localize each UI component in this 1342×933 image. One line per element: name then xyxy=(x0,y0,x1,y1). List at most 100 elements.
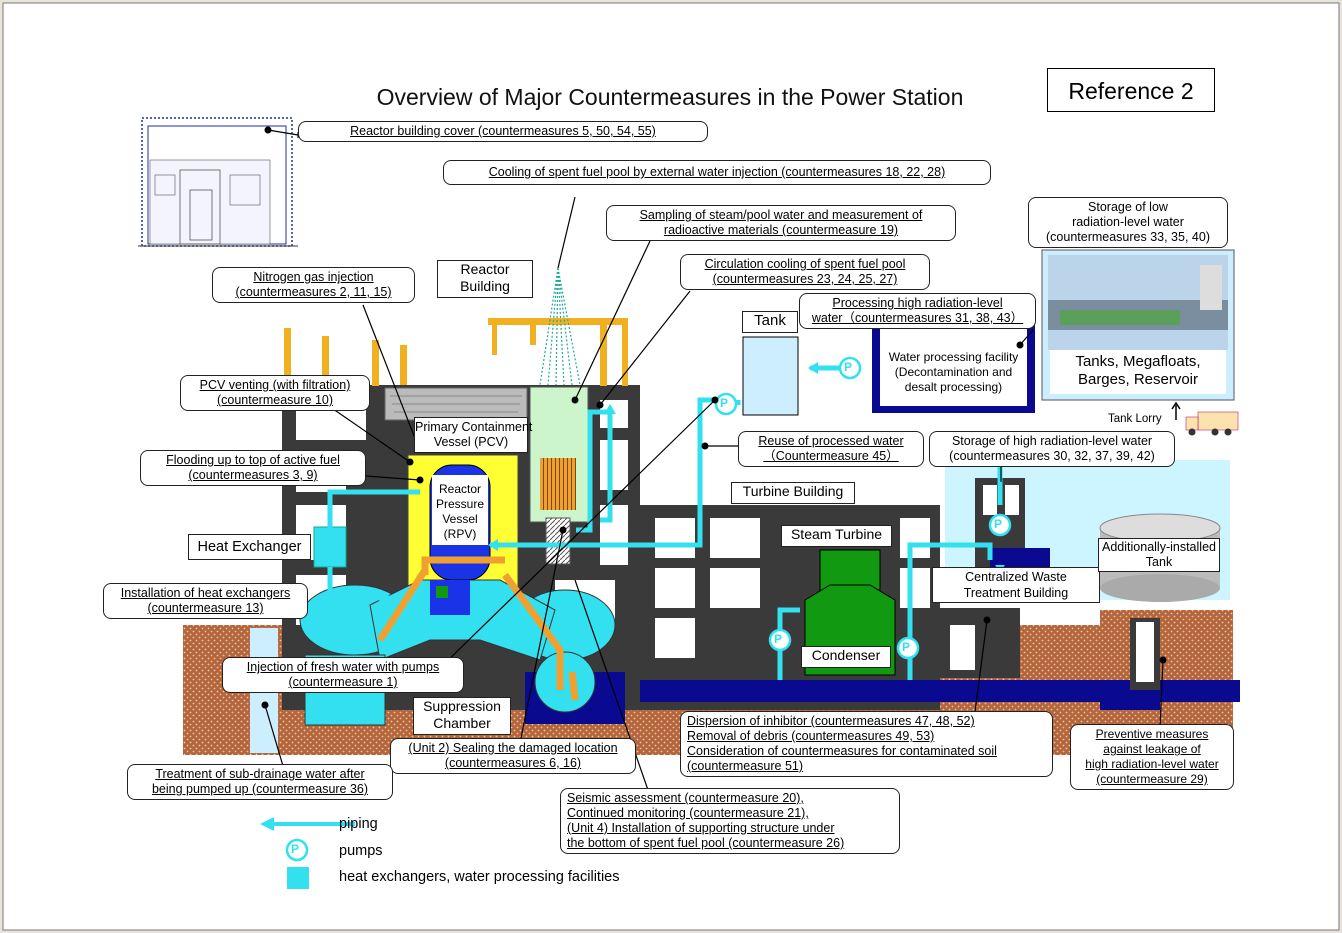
callout-sealing-line1: (Unit 2) Sealing the damaged location xyxy=(408,741,618,755)
label-tanks-megafloats: Tanks, Megafloats,Barges, Reservoir xyxy=(1050,350,1226,394)
reactor-pressure-vessel xyxy=(429,464,491,615)
callout-subdrainage-line1: Treatment of sub-drainage water after xyxy=(155,767,365,781)
callout-storage-low-line1: Storage of low xyxy=(1088,200,1168,214)
callout-heat-exch-line1: Installation of heat exchangers xyxy=(120,586,291,600)
label-additional-tank-line1: Additionally-installed xyxy=(1102,540,1216,554)
callout-storage-low-line3: (countermeasures 33, 35, 40) xyxy=(1046,230,1210,244)
legend-shapes xyxy=(260,817,355,889)
callout-preventive-line2: against leakage of xyxy=(1103,742,1201,756)
callout-preventive-line4: (countermeasure 29) xyxy=(1096,772,1208,786)
callout-nitrogen-line2: (countermeasures 2, 11, 15) xyxy=(235,285,392,299)
callout-fresh-water-line2: (countermeasure 1) xyxy=(288,675,398,689)
storage-photo xyxy=(1041,249,1235,401)
callout-flooding: Flooding up to top of active fuel(counte… xyxy=(140,450,366,486)
pump-label-5: P xyxy=(902,640,911,654)
callout-cooling-pool: Cooling of spent fuel pool by external w… xyxy=(443,160,991,185)
callout-seismic: Seismic assessment (countermeasure 20),C… xyxy=(560,788,900,854)
label-pcv-line2: Vessel (PCV) xyxy=(433,435,509,449)
tank-lorry-icon xyxy=(1171,401,1239,436)
reference-label: Reference 2 xyxy=(1047,68,1215,112)
callout-pcv-venting-line2: (countermeasure 10) xyxy=(216,393,334,407)
callout-seismic-line2: Continued monitoring (countermeasure 21)… xyxy=(567,806,809,820)
spent-fuel-racks xyxy=(540,458,576,510)
label-tank-lorry: Tank Lorry xyxy=(1108,413,1162,425)
label-rpv-line4: (RPV) xyxy=(443,527,477,541)
page-title: Overview of Major Countermeasures in the… xyxy=(376,84,964,110)
label-tank-text: Tank xyxy=(754,312,786,329)
label-rpv-line2: Pressure xyxy=(435,497,485,511)
label-rpv-line1: Reactor xyxy=(438,482,482,496)
legend-piping: piping xyxy=(339,816,378,832)
pumps-in-diagram xyxy=(714,356,1012,660)
processed-water-tank xyxy=(742,336,799,416)
callout-seismic-line3: (Unit 4) Installation of supporting stru… xyxy=(567,821,835,835)
cyan-arrowheads xyxy=(488,362,1005,572)
label-water-processing-line1: Water processing facility xyxy=(888,350,1019,364)
callout-pcv-venting: PCV venting (with filtration)(countermea… xyxy=(180,375,370,411)
callout-sampling-line1: Sampling of steam/pool water and measure… xyxy=(639,208,923,222)
callout-storage-high: Storage of high radiation-level water(co… xyxy=(929,431,1175,467)
label-steam-turbine: Steam Turbine xyxy=(781,525,892,547)
label-pcv-line1: Primary Containment xyxy=(415,420,533,434)
callout-dispersion-line3: Consideration of countermeasures for con… xyxy=(687,744,997,758)
callout-reuse: Reuse of processed water（Countermeasure … xyxy=(738,431,924,467)
leader-lines xyxy=(227,129,1164,791)
callout-pcv-venting-line1: PCV venting (with filtration) xyxy=(199,378,351,392)
label-tanks-line2: Barges, Reservoir xyxy=(1077,371,1199,388)
callout-seismic-line4: the bottom of spent fuel pool (counterme… xyxy=(567,836,845,850)
legend-pump-letter: P xyxy=(291,842,300,856)
callout-circulation-line2: (countermeasures 23, 24, 25, 27) xyxy=(712,272,898,286)
callout-preventive-line3: high radiation-level water xyxy=(1085,757,1219,771)
ground-soil-right xyxy=(1100,610,1233,630)
label-condenser-text: Condenser xyxy=(811,647,881,663)
callout-nitrogen: Nitrogen gas injection(countermeasures 2… xyxy=(212,267,415,303)
callout-circulation: Circulation cooling of spent fuel pool(c… xyxy=(680,254,930,290)
label-heat-exchanger: Heat Exchanger xyxy=(188,534,311,560)
orange-pipes xyxy=(377,556,579,701)
pump-label-2: P xyxy=(720,396,729,410)
callout-building-cover: Reactor building cover (countermeasures … xyxy=(298,121,708,142)
label-steam-turbine-text: Steam Turbine xyxy=(790,526,883,542)
label-condenser: Condenser xyxy=(801,646,891,668)
callout-cooling-pool-text: Cooling of spent fuel pool by external w… xyxy=(488,165,946,179)
pump-label-3: P xyxy=(994,517,1003,531)
callout-dispersion-line2: Removal of debris (countermeasures 49, 5… xyxy=(687,729,935,743)
label-suppression-line1: Suppression xyxy=(423,698,501,714)
callout-dispersion-line4: (countermeasure 51) xyxy=(687,759,804,773)
label-tank: Tank xyxy=(742,311,798,333)
callout-dispersion: Dispersion of inhibitor (countermeasures… xyxy=(680,711,1053,777)
callout-flooding-line1: Flooding up to top of active fuel xyxy=(166,453,340,467)
label-centralized-line2: Treatment Building xyxy=(963,586,1069,600)
water-processing-inner xyxy=(880,327,1027,406)
callout-reuse-line1: Reuse of processed water xyxy=(758,434,904,448)
callout-storage-low-line2: radiation-level water xyxy=(1072,215,1184,229)
label-suppression-line2: Chamber xyxy=(433,715,491,731)
pump-label-4: P xyxy=(774,632,783,646)
callout-fresh-water: Injection of fresh water with pumps(coun… xyxy=(222,657,464,693)
label-water-processing: Water processing facility(Decontaminatio… xyxy=(880,350,1027,395)
pump-label-1: P xyxy=(844,360,853,374)
label-water-processing-line2: (Decontamination and xyxy=(894,365,1013,379)
label-tanks-line1: Tanks, Megafloats, xyxy=(1075,353,1201,370)
label-water-processing-line3: desalt processing) xyxy=(904,380,1003,394)
legend-pumps: pumps xyxy=(339,843,383,859)
callout-processing-line1: Processing high radiation-level xyxy=(832,296,1003,310)
callout-processing-line2: water（countermeasures 31, 38, 43） xyxy=(811,311,1024,325)
callout-circulation-line1: Circulation cooling of spent fuel pool xyxy=(704,257,906,271)
legend-heat: heat exchangers, water processing facili… xyxy=(339,869,620,885)
water-spray xyxy=(539,267,581,386)
label-heat-exchanger-text: Heat Exchanger xyxy=(197,539,302,555)
label-reactor-building-line2: Building xyxy=(460,278,510,294)
callout-storage-high-line1: Storage of high radiation-level water xyxy=(951,434,1153,448)
callout-sealing: (Unit 2) Sealing the damaged location(co… xyxy=(390,738,636,774)
